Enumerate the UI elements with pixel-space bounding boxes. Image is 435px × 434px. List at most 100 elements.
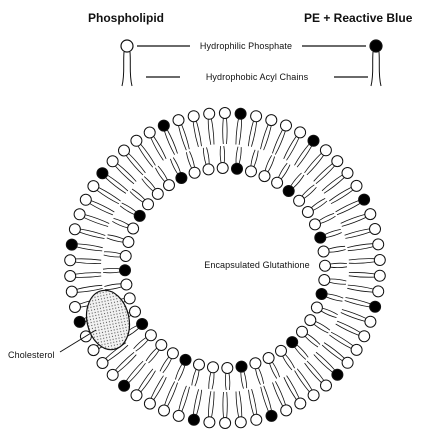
acyl-chain: [272, 362, 279, 377]
reactive-blue-head: [119, 380, 130, 391]
phosphate-head: [131, 135, 142, 146]
phosphate-head: [294, 195, 305, 206]
acyl-chain: [345, 229, 370, 235]
phosphate-head: [144, 127, 155, 138]
acyl-chain: [342, 218, 366, 227]
reactive-blue-head: [176, 173, 187, 184]
acyl-chain: [138, 146, 153, 167]
phosphate-head: [281, 120, 292, 131]
acyl-chain: [349, 259, 374, 260]
acyl-chain: [220, 146, 221, 163]
reactive-blue-head: [332, 369, 343, 380]
acyl-chain: [251, 150, 255, 166]
acyl-chain: [212, 373, 214, 389]
acyl-chain: [120, 206, 134, 215]
legend-phospholipid-icon: [121, 40, 133, 86]
acyl-chain: [130, 192, 143, 203]
acyl-chain: [104, 252, 120, 254]
phosphate-head: [295, 127, 306, 138]
acyl-chain: [132, 189, 145, 200]
acyl-chain: [295, 371, 310, 392]
reactive-blue-head: [370, 301, 381, 312]
acyl-chain: [85, 215, 109, 224]
acyl-chain: [227, 392, 228, 418]
acyl-chain: [178, 366, 185, 381]
phosphate-head: [365, 316, 376, 327]
acyl-chain: [348, 247, 373, 251]
phosphate-head: [359, 331, 370, 342]
acyl-chain: [324, 343, 344, 359]
acyl-chain: [307, 334, 320, 345]
phosphate-head: [374, 255, 385, 266]
acyl-chain: [348, 285, 373, 289]
acyl-chain: [264, 126, 272, 150]
acyl-chain: [281, 165, 290, 179]
phosphate-head: [128, 223, 139, 234]
phosphate-head: [203, 164, 214, 175]
acyl-chain: [261, 125, 269, 149]
phosphate-head: [373, 286, 384, 297]
acyl-chain: [227, 119, 228, 145]
acyl-chain: [116, 352, 135, 370]
phosphate-head: [259, 171, 270, 182]
acyl-chain: [208, 119, 211, 144]
acyl-chain: [149, 350, 160, 363]
phosphate-head: [263, 353, 274, 364]
acyl-chain: [313, 201, 327, 210]
acyl-chain: [261, 387, 269, 411]
acyl-chain: [173, 158, 180, 173]
phosphate-head: [70, 302, 81, 313]
acyl-chain: [114, 218, 129, 225]
acyl-chain: [77, 285, 102, 289]
acyl-chain: [307, 361, 324, 380]
phosphate-head: [204, 108, 215, 119]
acyl-chain: [329, 246, 345, 249]
phosphate-head: [235, 417, 246, 428]
phosphate-head: [272, 177, 283, 188]
phosphate-head: [194, 359, 205, 370]
acyl-chain: [76, 259, 101, 260]
acyl-chain: [211, 119, 214, 144]
phosphate-head: [120, 251, 131, 262]
phosphate-head: [297, 326, 308, 337]
pe-reactive-blue-title: PE + Reactive Blue: [304, 11, 413, 25]
phosphate-head: [320, 145, 331, 156]
acyl-chain: [179, 126, 187, 150]
acyl-chain: [279, 163, 288, 177]
acyl-chain: [241, 372, 244, 388]
phosphate-head: [370, 224, 381, 235]
reactive-blue-head: [232, 163, 243, 174]
acyl-chain: [294, 175, 305, 188]
phosphate-head: [342, 168, 353, 179]
reactive-blue-head: [180, 354, 191, 365]
hydrophobic-acyl-chains-label: Hydrophobic Acyl Chains: [206, 72, 309, 82]
phosphate-head: [69, 224, 80, 235]
reactive-blue-head: [137, 319, 148, 330]
acyl-chain: [283, 356, 292, 370]
phosphate-head: [319, 275, 330, 286]
acyl-chain: [209, 373, 211, 389]
acyl-chain: [192, 370, 196, 386]
acyl-chain: [225, 374, 226, 391]
acyl-chain: [316, 322, 330, 331]
acyl-chain: [136, 340, 148, 351]
phosphate-head: [281, 405, 292, 416]
acyl-chain: [342, 310, 366, 319]
phosphate-head: [164, 180, 175, 191]
acyl-chain: [76, 273, 102, 274]
acyl-chain: [316, 352, 335, 370]
phosphate-head: [219, 108, 230, 119]
phosphate-head: [131, 390, 142, 401]
acyl-chain: [212, 392, 215, 417]
acyl-chain: [322, 175, 342, 191]
acyl-chain: [179, 386, 187, 410]
acyl-chain: [347, 288, 372, 292]
acyl-chain: [158, 166, 167, 180]
acyl-chain: [118, 164, 137, 182]
acyl-chain: [207, 147, 210, 163]
phosphate-head: [266, 115, 277, 126]
acyl-chain: [103, 268, 120, 269]
phosphate-head: [144, 398, 155, 409]
phosphate-head: [173, 115, 184, 126]
